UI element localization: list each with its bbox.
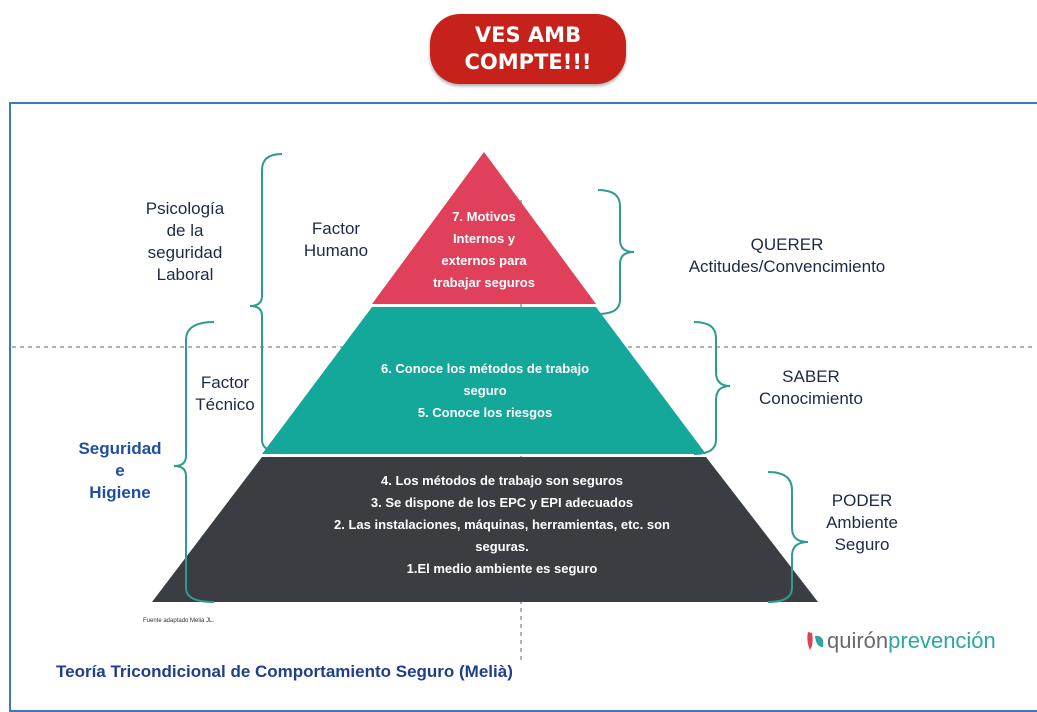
factor-tecnico-line-2: Técnico bbox=[195, 395, 255, 414]
tier-bottom-text: 4. Los métodos de trabajo son seguros 3.… bbox=[232, 470, 772, 580]
tier-top-line-1: 7. Motivos bbox=[452, 209, 516, 224]
tier-top-line-4: trabajar seguros bbox=[433, 275, 535, 290]
tier-middle-line-3: 5. Conoce los riesgos bbox=[417, 405, 553, 420]
tier-top-line-2: Internos y bbox=[452, 231, 516, 246]
tier-middle-line-1: 6. Conoce los métodos de trabajo bbox=[380, 361, 590, 376]
psicologia-line-2: de la bbox=[166, 221, 204, 240]
tier-top-line-3: externos para bbox=[441, 253, 527, 268]
tier-bottom-line-4: seguras. bbox=[475, 539, 529, 554]
seguridad-line-3: Higiene bbox=[89, 483, 151, 502]
pyramid-tier-top bbox=[372, 152, 596, 304]
psicologia-line-4: Laboral bbox=[156, 265, 214, 284]
label-factor-tecnico: Factor Técnico bbox=[180, 372, 270, 416]
factor-humano-line-1: Factor bbox=[311, 219, 361, 238]
seguridad-bracket bbox=[173, 321, 215, 603]
source-note: Fuente adaptado Meliá JL. bbox=[143, 618, 215, 624]
tier-bottom-line-1: 4. Los métodos de trabajo son seguros bbox=[381, 473, 623, 488]
tier-bottom-line-5: 1.El medio ambiente es seguro bbox=[406, 561, 598, 576]
label-poder: PODER Ambiente Seguro bbox=[812, 490, 912, 556]
querer-line-2: Actitudes/Convencimiento bbox=[688, 257, 886, 276]
psicologia-line-3: seguridad bbox=[147, 243, 223, 262]
factor-tecnico-line-1: Factor bbox=[200, 373, 250, 392]
badge-line-1: VES AMB bbox=[474, 23, 582, 47]
label-factor-humano: Factor Humano bbox=[288, 218, 384, 262]
tier-bottom-line-3: 2. Las instalaciones, máquinas, herramie… bbox=[334, 517, 670, 532]
label-psicologia: Psicología de la seguridad Laboral bbox=[130, 198, 240, 286]
logo-text-part1: quirón bbox=[827, 628, 889, 653]
label-querer: QUERER Actitudes/Convencimiento bbox=[652, 234, 922, 278]
diagram-caption: Teoría Tricondicional de Comportamiento … bbox=[56, 662, 513, 681]
pyramid-tier-middle bbox=[262, 307, 706, 454]
logo-leaf-icon bbox=[807, 632, 824, 650]
factor-humano-line-2: Humano bbox=[303, 241, 369, 260]
querer-line-1: QUERER bbox=[750, 235, 824, 254]
seguridad-line-2: e bbox=[115, 461, 125, 480]
tier-middle-line-2: seguro bbox=[463, 383, 507, 398]
warning-badge: VES AMB COMPTE!!! bbox=[430, 14, 626, 84]
seguridad-line-1: Seguridad bbox=[78, 439, 162, 458]
label-seguridad: Seguridad e Higiene bbox=[58, 438, 182, 504]
label-saber: SABER Conocimiento bbox=[738, 366, 884, 410]
poder-line-2: Ambiente bbox=[826, 513, 898, 532]
tier-top-text: 7. Motivos Internos y externos para trab… bbox=[404, 206, 564, 294]
tier-bottom-line-2: 3. Se dispone de los EPC y EPI adecuados bbox=[370, 495, 634, 510]
saber-line-2: Conocimiento bbox=[759, 389, 863, 408]
logo-text-part2: prevención bbox=[888, 628, 996, 653]
psicologia-line-1: Psicología bbox=[145, 199, 225, 218]
pyramid-tier-bottom bbox=[152, 457, 818, 602]
badge-line-2: COMPTE!!! bbox=[464, 50, 592, 74]
saber-bracket bbox=[693, 321, 731, 455]
querer-bracket bbox=[597, 189, 635, 315]
poder-line-3: Seguro bbox=[834, 535, 890, 554]
tier-middle-text: 6. Conoce los métodos de trabajo seguro … bbox=[320, 358, 650, 424]
poder-line-1: PODER bbox=[831, 491, 893, 510]
saber-line-1: SABER bbox=[782, 367, 840, 386]
psicologia-bracket bbox=[249, 153, 283, 453]
poder-bracket bbox=[767, 471, 809, 603]
